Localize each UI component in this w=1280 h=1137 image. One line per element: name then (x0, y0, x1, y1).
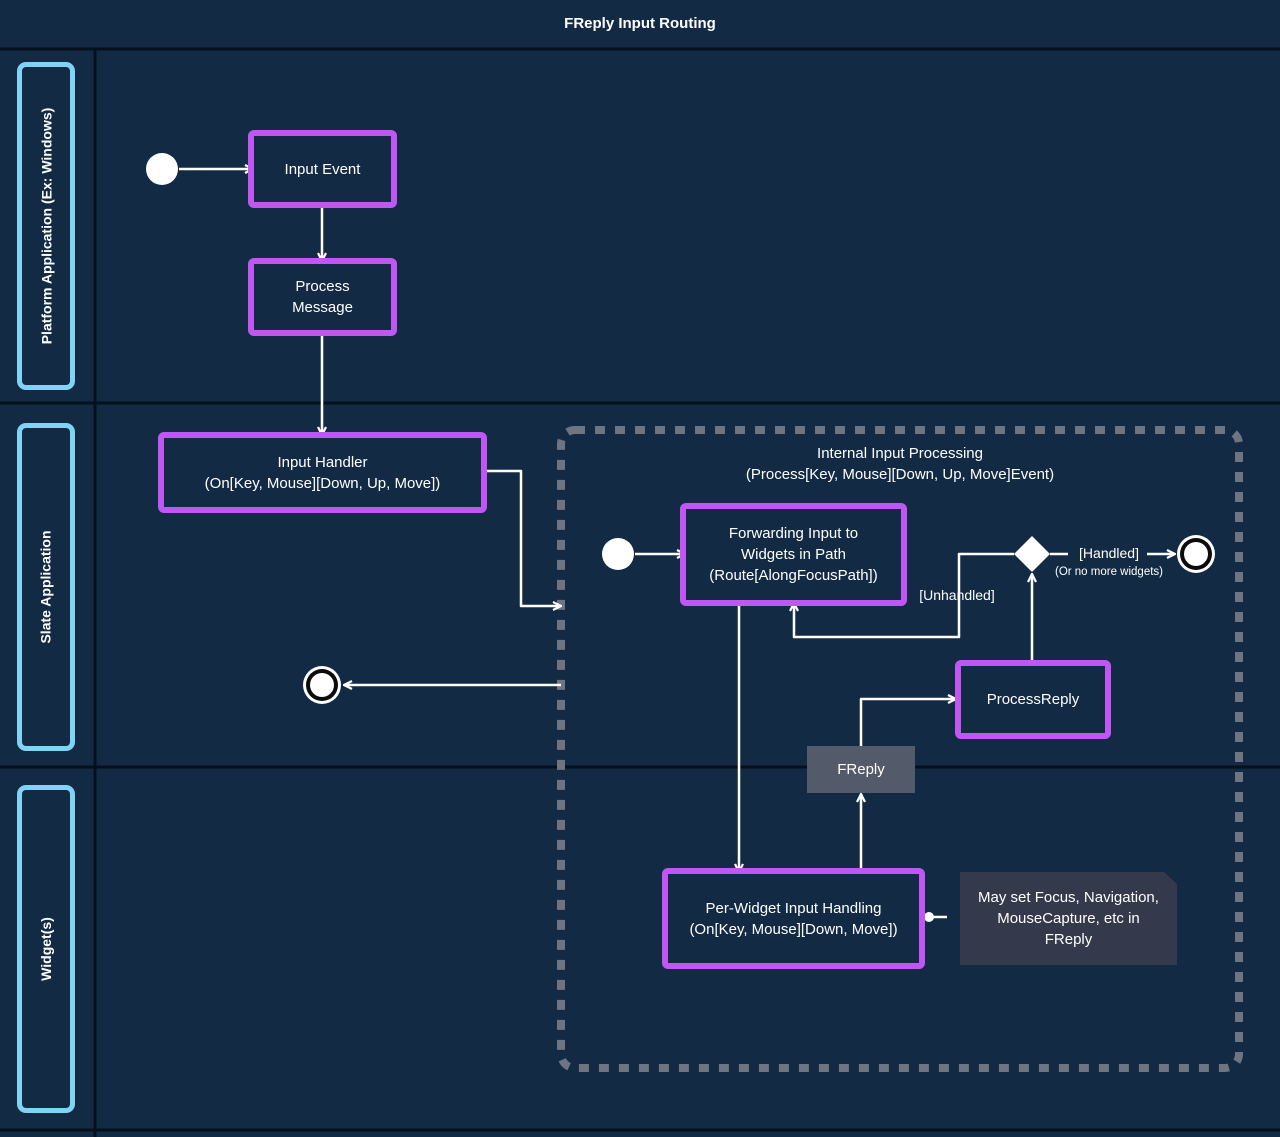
lane-slate-application-label: Slate Application (38, 530, 54, 644)
node-process-reply: ProcessReply (955, 660, 1111, 739)
decision-diamond (1014, 536, 1050, 572)
node-forwarding-input: Forwarding Input to Widgets in Path (Rou… (680, 503, 907, 606)
note-anchor-dot (924, 912, 934, 922)
internal-processing-boundary (557, 426, 1243, 1072)
edge-input-handler-to-internal (484, 469, 561, 606)
lane-platform-application: Platform Application (Ex: Windows) (17, 62, 75, 390)
internal-processing-label: Internal Input Processing (Process[Key, … (745, 445, 1055, 483)
lane-platform-application-label: Platform Application (Ex: Windows) (38, 107, 55, 345)
lane-slate-application: Slate Application (17, 423, 75, 751)
node-per-widget-input-handling: Per-Widget Input Handling (On[Key, Mouse… (662, 868, 925, 969)
node-input-handler: Input Handler (On[Key, Mouse][Down, Up, … (158, 432, 487, 513)
edge-decision-unhandled (794, 552, 1014, 639)
end-node (303, 666, 341, 704)
label-handled: [Handled] (1079, 545, 1139, 561)
note-freply-effects: May set Focus, Navigation, MouseCapture,… (960, 872, 1177, 965)
node-process-message: Process Message (248, 258, 397, 336)
node-input-event: Input Event (248, 130, 397, 208)
diagram-title: FReply Input Routing (564, 15, 716, 32)
inner-start-node (602, 538, 634, 570)
label-or-no-more-widgets: (Or no more widgets) (1054, 566, 1163, 578)
inner-end-node (1177, 535, 1215, 573)
lane-widgets-label: Widget(s) (38, 917, 54, 981)
start-node (146, 153, 178, 185)
node-freply: FReply (807, 746, 915, 793)
lane-separators (0, 47, 1280, 1137)
label-unhandled: [Unhandled] (919, 587, 995, 603)
edge-freply-to-process-reply (859, 699, 956, 746)
lane-widgets: Widget(s) (17, 785, 75, 1113)
